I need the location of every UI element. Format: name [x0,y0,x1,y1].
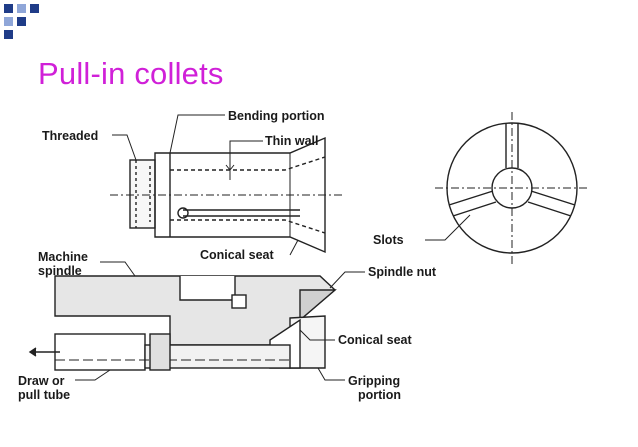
label-machine-spindle-line1: Machine [38,250,89,264]
corner-decoration [4,4,39,39]
label-thin-wall: Thin wall [265,134,319,148]
label-machine-spindle: Machine spindle [38,250,88,278]
collet-end-view [435,112,590,265]
label-spindle-nut: Spindle nut [368,265,437,279]
spindle-assembly [28,275,337,371]
label-bending-portion: Bending portion [228,109,325,123]
label-conical-seat-bottom: Conical seat [338,333,412,347]
label-gripping-portion: Gripping portion [348,374,401,402]
label-draw-tube-line1: Draw or [18,374,65,388]
label-machine-spindle-line2: spindle [38,264,82,278]
label-slots: Slots [373,233,404,247]
label-gripping-line2: portion [358,388,402,402]
label-gripping-line1: Gripping [348,374,401,388]
label-draw-tube: Draw or pull tube [18,374,70,402]
collet-side-view [110,136,345,254]
slide-title: Pull-in collets [38,56,224,91]
label-threaded: Threaded [42,129,99,143]
label-draw-tube-line2: pull tube [18,388,71,402]
label-conical-seat-top: Conical seat [200,248,274,262]
